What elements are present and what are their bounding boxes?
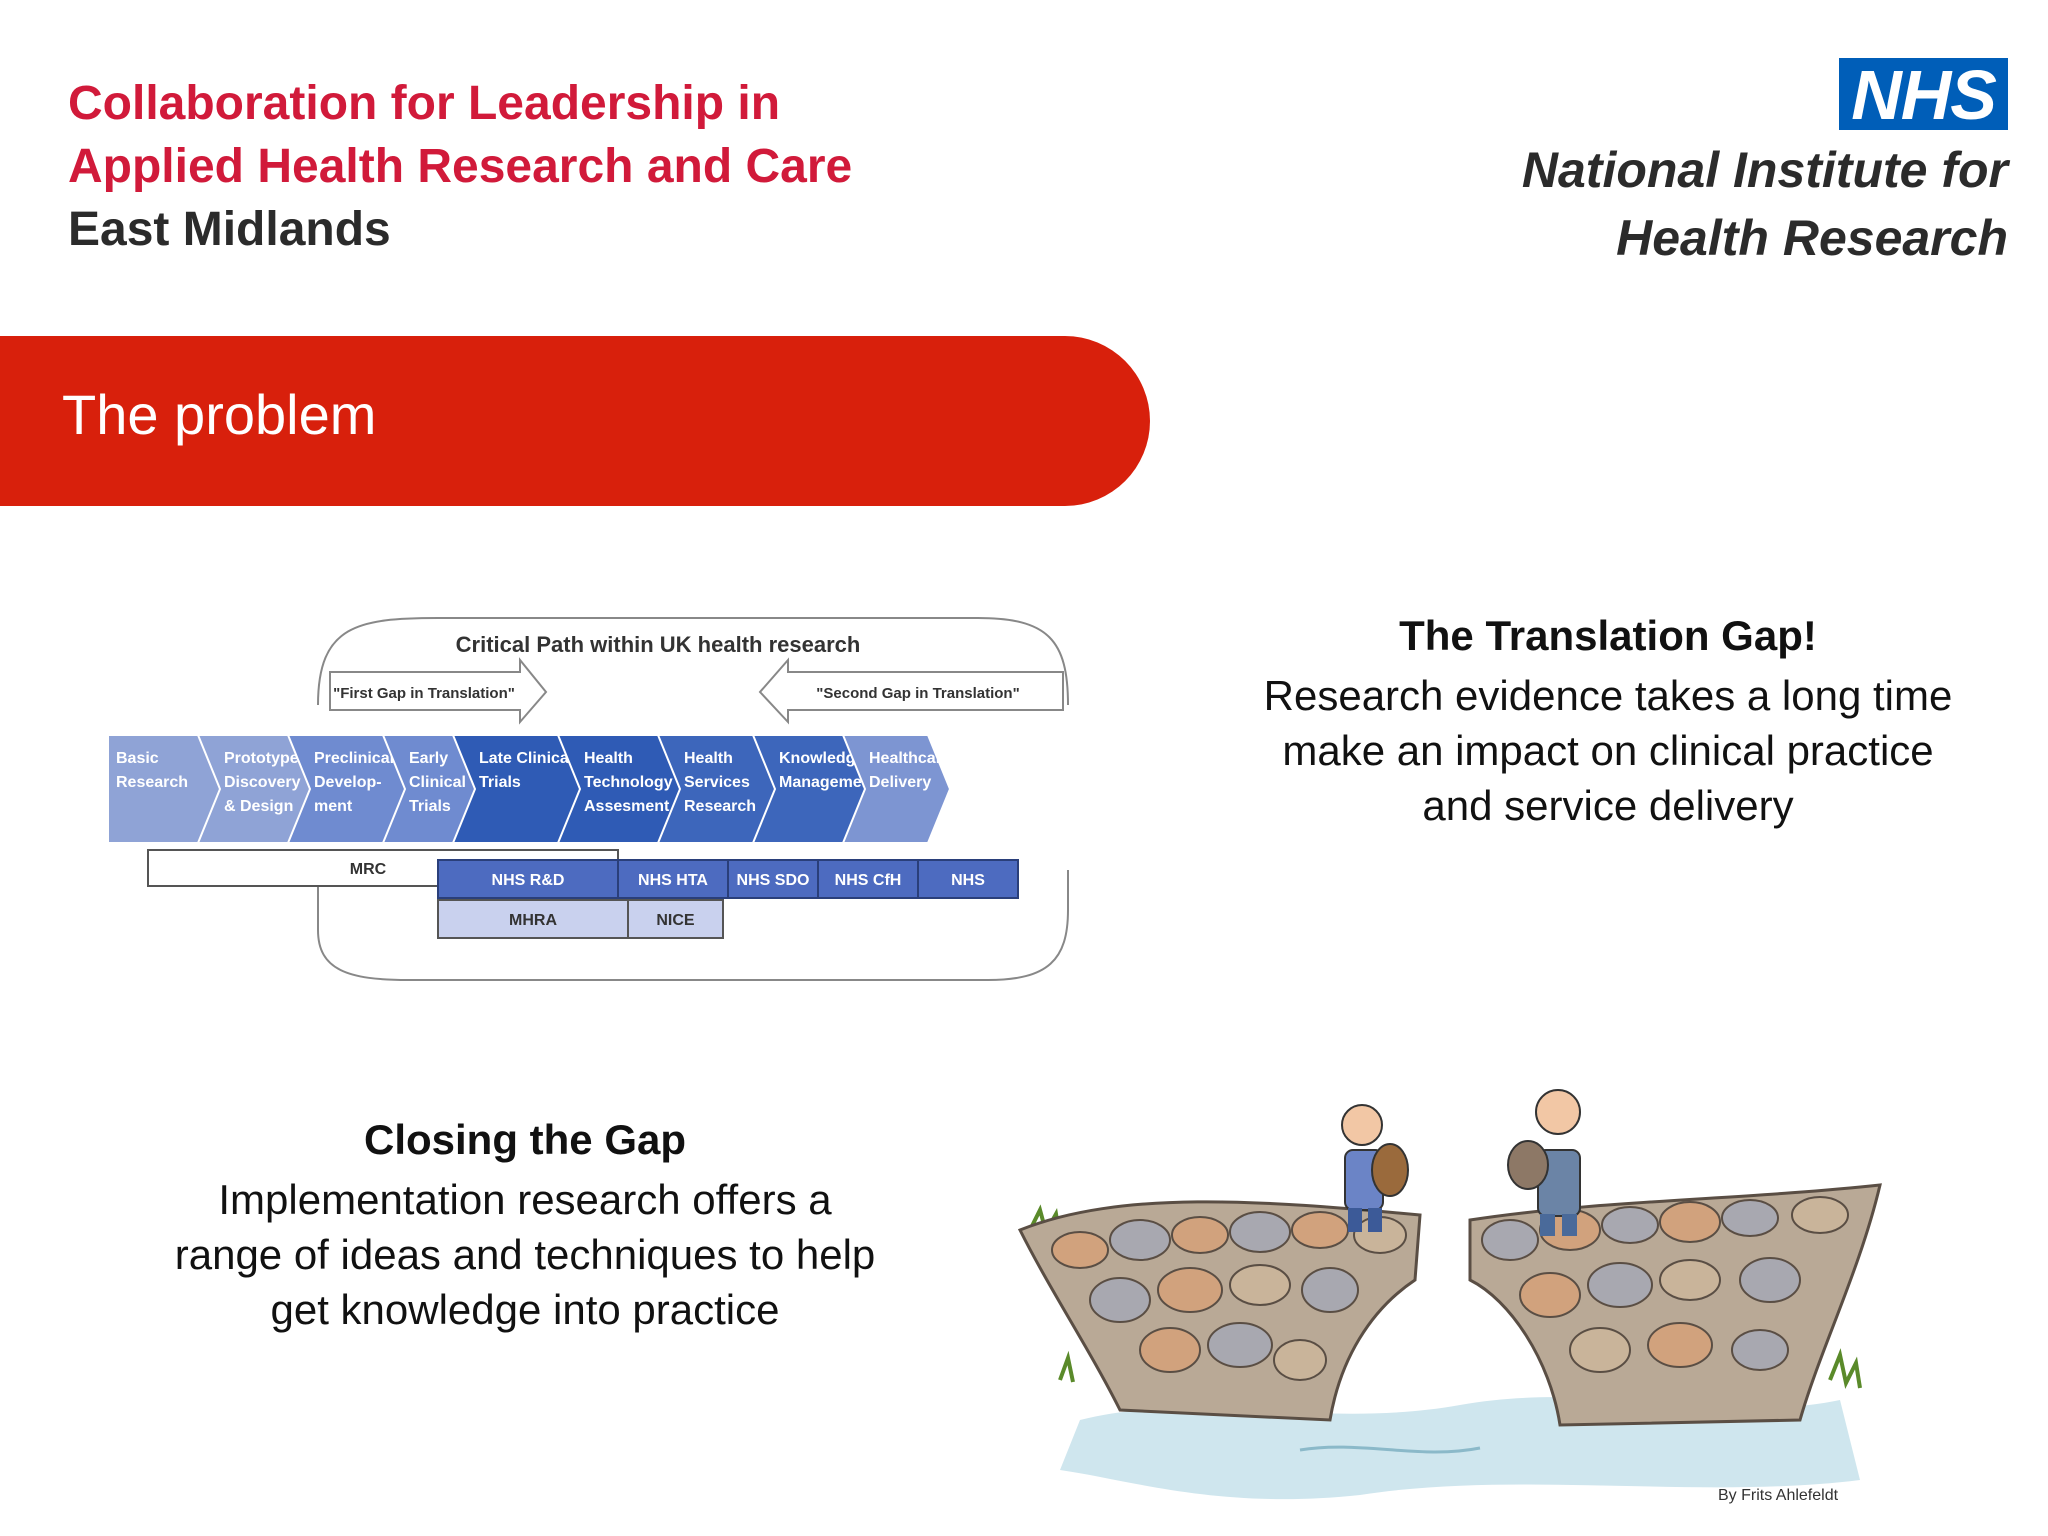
stage-label: & Design <box>224 798 293 815</box>
stage-label: Prototype <box>224 750 299 767</box>
nihr-line2: Health Research <box>1616 210 2008 266</box>
nhs-bar-label: NHS <box>951 872 985 889</box>
closing-gap-line1: Implementation research offers a <box>218 1176 832 1223</box>
left-bridge-stones <box>1051 1211 1407 1381</box>
stage-label: Discovery <box>224 774 301 791</box>
stage-label: Research <box>684 798 756 815</box>
translation-gap-body: Research evidence takes a long time make… <box>1218 668 1998 833</box>
stage-label: Healthcare <box>869 750 951 767</box>
stage-label: Late Clinical <box>479 750 573 767</box>
critical-path-loop <box>317 617 1069 706</box>
broken-bridge-illustration <box>1017 1089 1882 1500</box>
stage-label: Basic <box>116 750 159 767</box>
translation-gap-line2: make an impact on clinical practice <box>1282 727 1934 774</box>
regulator-bar-segment <box>627 899 724 939</box>
critical-path-diagram: Critical Path within UK health research … <box>108 617 1069 981</box>
closing-gap-body: Implementation research offers a range o… <box>120 1172 930 1337</box>
org-name-line1: Collaboration for Leadership in <box>68 77 781 130</box>
translation-gap-heading: The Translation Gap! <box>1399 612 1817 659</box>
translation-gap-line3: and service delivery <box>1422 782 1794 829</box>
right-figure <box>1507 1089 1581 1236</box>
nhs-bar-segment <box>917 859 1019 899</box>
regulator-bar: MHRA NICE <box>437 899 724 939</box>
critical-path-loop-bottom <box>317 870 1069 981</box>
translation-gap-line1: Research evidence takes a long time <box>1263 672 1953 719</box>
stage-label: Preclinical <box>314 750 394 767</box>
org-name-line2: Applied Health Research and Care <box>68 140 853 193</box>
closing-gap-line2: range of ideas and techniques to help <box>174 1231 876 1278</box>
nhs-funding-bar: NHS R&D NHS HTA NHS SDO NHS CfH NHS <box>437 859 1019 899</box>
mrc-label: MRC <box>350 861 387 878</box>
first-gap-label: "First Gap in Translation" <box>333 685 515 702</box>
second-gap-label: "Second Gap in Translation" <box>816 685 1019 702</box>
nhs-bar-label: NHS HTA <box>638 872 708 889</box>
closing-gap-heading: Closing the Gap <box>363 1116 686 1163</box>
nihr-name: National Institute for Health Research <box>1522 136 2008 272</box>
stage-label: Services <box>684 774 750 791</box>
stage-label: Management <box>779 774 877 791</box>
closing-gap-block: Closing the Gap Implementation research … <box>120 1112 930 1337</box>
translation-gap-block: The Translation Gap! Research evidence t… <box>1218 608 1998 833</box>
stage-label: Knowledge <box>779 750 864 767</box>
left-figure <box>1341 1104 1409 1232</box>
nhs-bar-label: NHS SDO <box>737 872 810 889</box>
regulator-bar-segment <box>437 899 629 939</box>
stage-label: Health <box>584 750 633 767</box>
stage-label: Clinical <box>409 774 466 791</box>
regulator-bar-label: MHRA <box>509 912 557 929</box>
nhs-bar-segment <box>727 859 819 899</box>
stage-label: Develop- <box>314 774 382 791</box>
grass-right <box>1828 1348 1862 1389</box>
closing-gap-line3: get knowledge into practice <box>270 1286 780 1333</box>
stage-label: Health <box>684 750 733 767</box>
clahrc-logo-text: Collaboration for Leadership in Applied … <box>68 72 852 261</box>
stage-chevron <box>841 734 952 844</box>
nihr-logo: NHS National Institute for Health Resear… <box>1522 58 2008 272</box>
right-bridge-stones <box>1481 1196 1849 1373</box>
diagram-title: Critical Path within UK health research <box>456 632 861 657</box>
nhs-logo: NHS <box>1839 58 2008 130</box>
stage-label: Trials <box>479 774 521 791</box>
illustration-credit: By Frits Ahlefeldt <box>1718 1487 1839 1504</box>
stage-label: Delivery <box>869 774 931 791</box>
nhs-bar-segment <box>437 859 619 899</box>
org-name-line3: East Midlands <box>68 203 391 256</box>
stage-label: Research <box>116 774 188 791</box>
stage-label: Early <box>409 750 448 767</box>
nhs-bar-label: NHS R&D <box>492 872 565 889</box>
stage-label: Technology <box>584 774 673 791</box>
stage-label: Trials <box>409 798 451 815</box>
section-title: The problem <box>62 383 377 446</box>
stage-label: Assesment <box>584 798 670 815</box>
second-gap-arrow <box>758 657 1064 725</box>
first-gap-arrow <box>329 657 548 725</box>
section-banner <box>0 336 1150 506</box>
regulator-bar-label: NICE <box>656 912 695 929</box>
nhs-bar-label: NHS CfH <box>835 872 902 889</box>
stage-label: ment <box>314 798 353 815</box>
nihr-line1: National Institute for <box>1521 142 2008 198</box>
water-ripple <box>1299 1445 1481 1454</box>
